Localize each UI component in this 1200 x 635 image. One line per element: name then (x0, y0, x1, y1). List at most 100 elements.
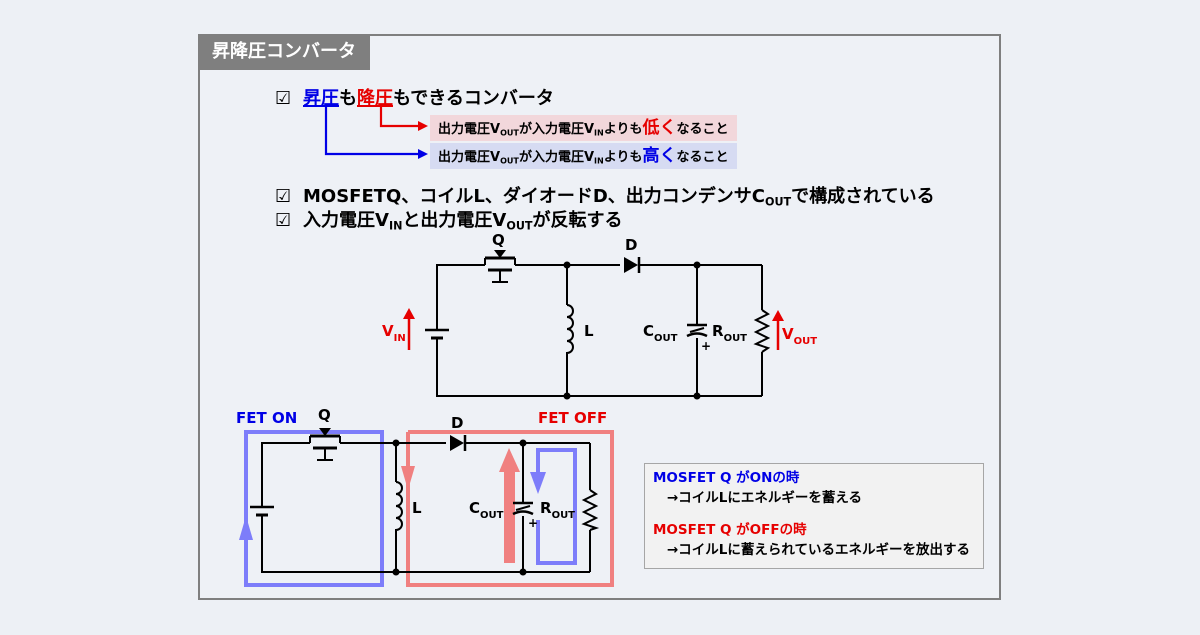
label-fet-off: FET OFF (538, 409, 607, 427)
step-up-label: 昇圧 (303, 88, 339, 109)
junction-dot (563, 392, 571, 400)
vout-arrowhead (772, 310, 784, 321)
label-cout-sub: OUT (654, 333, 678, 344)
resistor-zigzag (753, 309, 771, 353)
fet-on-arrowhead (239, 516, 253, 540)
label-plus: + (528, 516, 538, 530)
bullet-1-rest: もできるコンバータ (393, 88, 554, 109)
note-text: が入力電圧V (518, 150, 594, 165)
step-down-arrow (379, 107, 420, 128)
junction-dot (519, 568, 527, 576)
bullet-3-sub: IN (388, 219, 403, 233)
inductor-coil (566, 304, 574, 355)
note-emphasis: 低く (642, 118, 677, 138)
note-higher-voltage: 出力電圧VOUTが入力電圧VINよりも高くなること (430, 143, 737, 169)
step-up-arrow (324, 107, 420, 156)
label-q: Q (318, 406, 331, 424)
wire (261, 442, 310, 507)
mosfet-arrow (319, 428, 331, 436)
label-q: Q (492, 231, 505, 249)
note-sub: OUT (500, 128, 519, 138)
label-fet-on: FET ON (236, 409, 297, 427)
label-vout: VOUT (782, 325, 817, 347)
label-cout-main: C (643, 322, 654, 340)
diode-triangle (450, 435, 464, 451)
cout-current-bar (504, 470, 515, 563)
checkbox-icon: ☑ (275, 210, 292, 231)
step-up-arrowhead (418, 149, 428, 159)
bullet-inversion: ☑ 入力電圧VINと出力電圧VOUTが反転する (275, 206, 623, 232)
info-on-title: MOSFET Q がONの時 (653, 470, 800, 486)
capacitor-hatch (689, 327, 705, 333)
fet-off-loop (406, 430, 614, 587)
label-d: D (451, 414, 463, 432)
rout-current-arrowhead (530, 472, 546, 494)
slide-title: 昇降圧コンバータ (198, 34, 370, 70)
info-spacer (653, 508, 983, 520)
rout-current-loop (536, 448, 577, 565)
bullet-2-text: MOSFETQ、コイルL、ダイオードD、出力コンデンサC (303, 186, 765, 207)
label-cout: COUT (469, 499, 504, 521)
note-emphasis: 高く (642, 146, 677, 166)
bullet-3-text: 入力電圧V (303, 210, 389, 231)
label-vout-main: V (782, 325, 794, 343)
bullet-2-text: で構成されている (791, 186, 935, 207)
label-vin-sub: IN (394, 333, 406, 344)
junction-dot (392, 439, 400, 447)
label-plus: + (701, 339, 711, 353)
info-off-title: MOSFET Q がOFFの時 (653, 522, 807, 538)
info-off-body: →コイルLに蓄えられているエネルギーを放出する (667, 542, 971, 558)
checkbox-icon: ☑ (275, 186, 292, 207)
bullet-step-up-down: ☑昇圧も降圧もできるコンバータ (275, 84, 554, 110)
mosfet-arrow (494, 250, 506, 258)
note-sub: IN (594, 156, 604, 166)
cout-current-arrowhead (499, 448, 520, 472)
capacitor-hatch (515, 505, 531, 511)
note-text: が入力電圧V (518, 122, 594, 137)
info-box: MOSFET Q がONの時 →コイルLにエネルギーを蓄える MOSFET Q … (644, 463, 984, 569)
fet-off-arrowhead (401, 466, 415, 490)
label-l: L (584, 322, 594, 340)
wire (261, 515, 590, 573)
label-cout: COUT (643, 322, 678, 344)
fet-on-loop (244, 430, 384, 587)
note-text: なること (676, 122, 729, 137)
inductor-coil (395, 481, 403, 532)
capacitor-plate (686, 332, 708, 338)
label-rout-main: R (712, 322, 724, 340)
label-d: D (625, 236, 637, 254)
note-text: なること (676, 150, 729, 165)
note-sub: IN (594, 128, 604, 138)
step-down-arrowhead (418, 121, 428, 131)
note-lower-voltage: 出力電圧VOUTが入力電圧VINよりも低くなること (430, 115, 737, 141)
label-cout-main: C (469, 499, 480, 517)
junction-dot (693, 392, 701, 400)
bullet-3-sub: OUT (506, 219, 533, 233)
junction-dot (519, 439, 527, 447)
capacitor-plate (512, 510, 534, 516)
label-cout-sub: OUT (480, 510, 504, 521)
checkbox-icon: ☑ (275, 88, 292, 109)
note-text: 出力電圧V (438, 122, 501, 137)
label-rout-main: R (540, 499, 552, 517)
label-vin: VIN (382, 322, 406, 344)
bullet-components: ☑MOSFETQ、コイルL、ダイオードD、出力コンデンサCOUTで構成されている (275, 182, 935, 208)
note-text: よりも (603, 150, 643, 165)
bullet-3-text: が反転する (532, 210, 623, 231)
bullet-3-text: と出力電圧V (402, 210, 507, 231)
resistor-zigzag (581, 489, 600, 531)
label-rout-sub: OUT (724, 333, 748, 344)
label-rout: ROUT (712, 322, 747, 344)
junction-dot (563, 261, 571, 269)
junction-dot (693, 261, 701, 269)
vin-arrowhead (403, 308, 415, 319)
info-on-body: →コイルLにエネルギーを蓄える (667, 490, 863, 506)
note-sub: OUT (500, 156, 519, 166)
label-vout-sub: OUT (794, 336, 818, 347)
wire (436, 264, 485, 330)
note-text: 出力電圧V (438, 150, 501, 165)
junction-dot (392, 568, 400, 576)
